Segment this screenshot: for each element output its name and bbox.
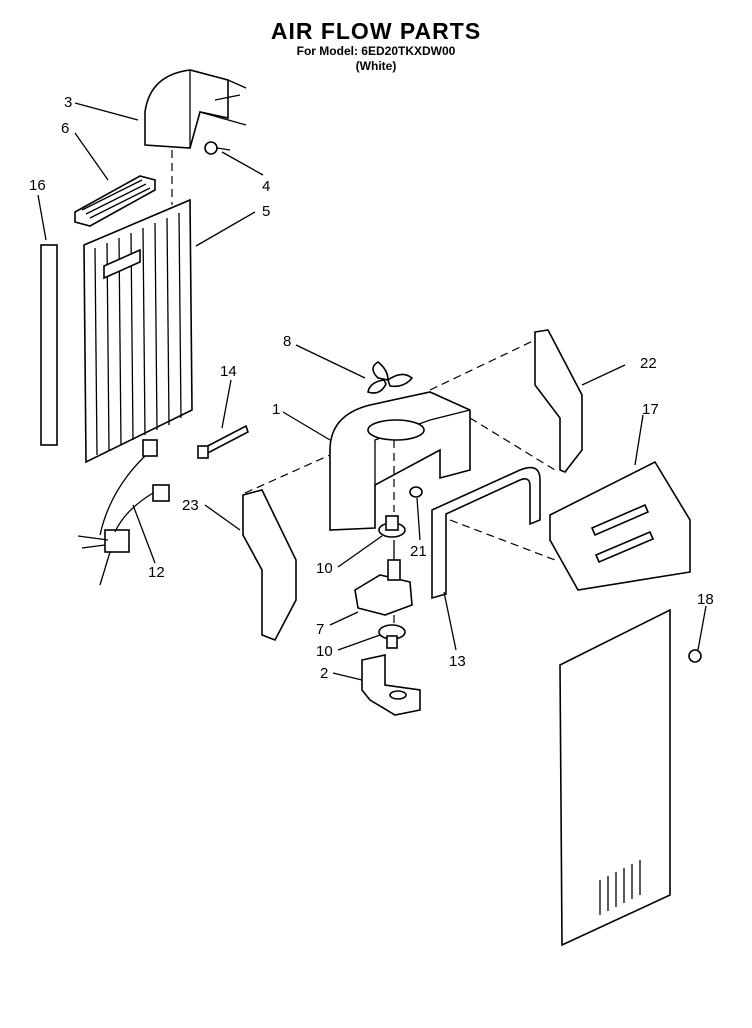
callout-16: 16 <box>29 177 46 194</box>
color-line: (White) <box>355 59 397 73</box>
part-18-screw <box>688 649 702 663</box>
diagram-title: AIR FLOW PARTS <box>270 18 482 44</box>
callout-6: 6 <box>61 120 69 137</box>
part-1-fan-housing <box>329 391 471 531</box>
part-13-gasket <box>431 466 541 600</box>
callout-22: 22 <box>640 355 657 372</box>
callout-3: 3 <box>64 94 72 111</box>
callout-23: 23 <box>182 497 199 514</box>
part-8-fan-blade <box>367 361 414 394</box>
part-5-evaporator-cover <box>83 198 193 464</box>
callout-7: 7 <box>316 621 324 638</box>
part-4-screw <box>204 141 231 155</box>
part-7-fan-motor <box>354 540 413 616</box>
callout-1: 1 <box>272 401 280 418</box>
part-16-foam-strip <box>40 244 58 446</box>
callout-5: 5 <box>262 203 270 220</box>
callout-17: 17 <box>642 401 659 418</box>
callout-4: 4 <box>262 178 270 195</box>
callout-8: 8 <box>283 333 291 350</box>
part-21-screw <box>409 486 423 498</box>
diagram-header: AIR FLOW PARTS For Model: 6ED20TKXDW00 (… <box>0 18 752 74</box>
part-6-grille <box>74 175 156 227</box>
dash-1-to-17 <box>469 417 556 471</box>
part-10-upper-grommet <box>378 515 406 538</box>
dash-23-to-1 <box>244 454 331 494</box>
part-17-rear-cover-panel <box>559 608 671 947</box>
part-10-lower-grommet <box>378 624 406 649</box>
callout-2: 2 <box>320 665 328 682</box>
leader-lines <box>37 102 707 681</box>
part-2-motor-bracket <box>361 654 421 716</box>
part-23-side-baffle <box>242 489 297 642</box>
callout-10-lower: 10 <box>316 643 333 660</box>
dash-1-to-22 <box>429 339 536 391</box>
callout-18: 18 <box>697 591 714 608</box>
model-line: For Model: 6ED20TKXDW00 <box>296 44 456 58</box>
callout-14: 14 <box>220 363 237 380</box>
callout-13: 13 <box>449 653 466 670</box>
part-17-air-duct-cover <box>549 460 691 591</box>
callout-10-upper: 10 <box>316 560 333 577</box>
part-22-side-baffle <box>534 329 583 473</box>
part-3-air-duct <box>144 69 247 149</box>
part-12-wire-harness <box>77 439 170 586</box>
callout-21: 21 <box>410 543 427 560</box>
dash-13-to-17 <box>449 519 556 561</box>
callout-12: 12 <box>148 564 165 581</box>
part-14-cable-tie <box>197 424 249 459</box>
